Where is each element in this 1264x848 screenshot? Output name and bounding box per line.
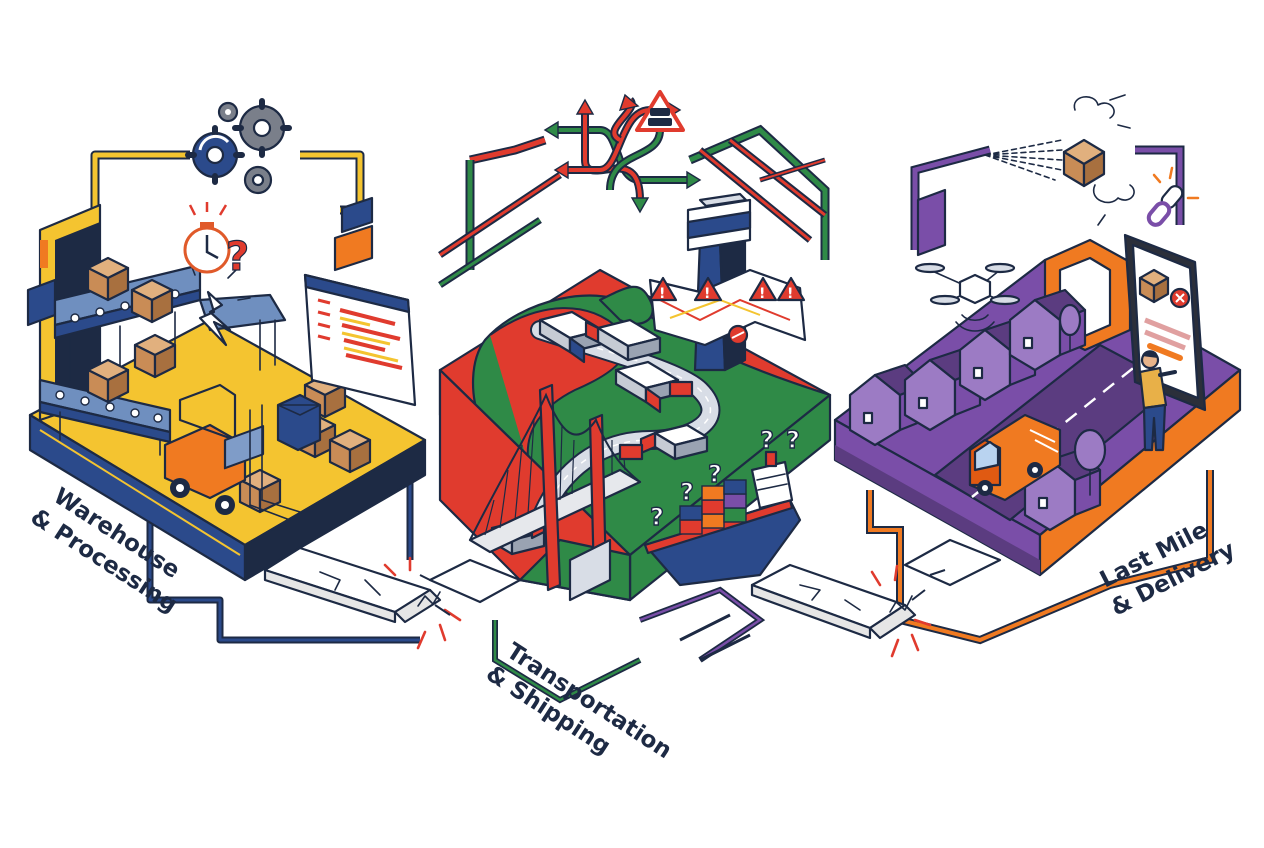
house-icon: [848, 288, 1107, 532]
dashboard-screen-icon: [303, 196, 417, 407]
map-warning-icon: ! ! ! !: [648, 268, 807, 347]
lastmile-frame-lines: [866, 145, 1214, 645]
traffic-sign-icon: [635, 90, 685, 132]
warehouse-section: ? Warehouse & Processing: [26, 98, 427, 618]
drone-icon: [914, 262, 1021, 332]
forklift-icon: [163, 383, 301, 521]
tangled-arrows-icon: [555, 97, 690, 201]
question-mark-2: ?: [680, 478, 694, 506]
map-warning-mark-4: !: [787, 286, 793, 302]
flying-package-icon: [984, 94, 1135, 226]
gears-icon: [185, 98, 292, 195]
stopwatch-question-mark: ?: [226, 234, 249, 280]
courier-person-icon: [1138, 350, 1177, 452]
question-mark-5: ?: [786, 426, 800, 454]
delivery-van-icon: [968, 413, 1062, 502]
package-boxes: [86, 256, 372, 514]
tablet-error-icon: [1123, 233, 1207, 412]
question-marks: ? ? ? ? ?: [649, 425, 800, 531]
lastmile-label: Last Mile & Delivery: [1093, 510, 1239, 621]
warehouse-frame-lines: [90, 150, 420, 644]
map-warning-mark-3: !: [759, 286, 765, 302]
broken-link-icon: [1146, 166, 1200, 227]
truck-icon: [490, 310, 709, 556]
cargo-ship-icon: [643, 450, 802, 587]
transport-label: Transportation & Shipping: [481, 636, 683, 794]
suspension-bridge-icon: [468, 383, 642, 602]
map-warning-mark-2: !: [704, 286, 710, 302]
transport-frame-lines: [438, 124, 830, 704]
broken-bridge-icon-2: [750, 538, 1002, 658]
traffic-warning-icon: ! ! ! !: [648, 276, 806, 302]
question-mark-1: ?: [650, 503, 664, 531]
question-mark-4: ?: [760, 426, 774, 454]
transport-section: ? ? ? ? ? ! ! !: [438, 90, 832, 794]
stopwatch-question-icon: ?: [183, 202, 250, 281]
broken-bridge-icon: [263, 546, 522, 650]
question-mark-3: ?: [708, 460, 722, 488]
broken-conveyor-icon: [38, 261, 287, 456]
warehouse-platform-right: [243, 438, 427, 582]
map-warning-mark-1: !: [659, 286, 665, 302]
